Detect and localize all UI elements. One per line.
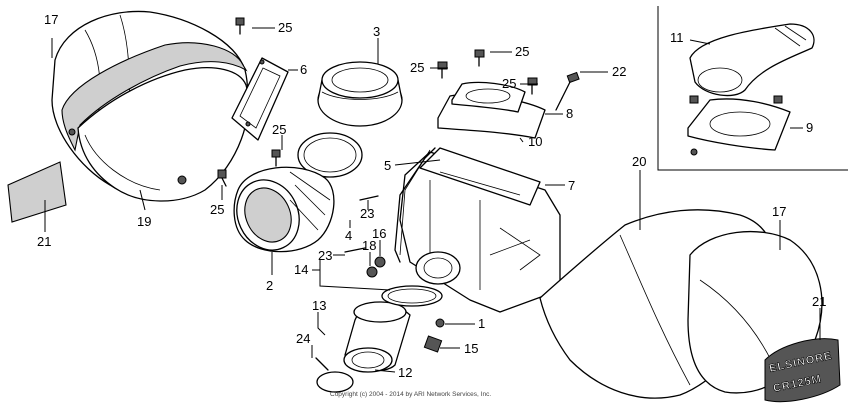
part-8-boot: [451, 81, 526, 113]
callout-15: 15: [464, 341, 478, 356]
callout-25: 25: [410, 60, 424, 75]
callout-1: 1: [478, 316, 485, 331]
screw-24: [315, 357, 329, 371]
part-3-filter-element: [317, 61, 403, 127]
part-21-left-decal: [7, 161, 67, 223]
copyright-notice: Copyright (c) 2004 - 2014 by ARI Network…: [330, 391, 491, 398]
bolt-22: [561, 71, 580, 99]
part-1-nut: [435, 318, 445, 328]
part-14-clamp: [316, 285, 443, 393]
bolt-25-left-low: [217, 169, 227, 187]
callout-25: 25: [272, 122, 286, 137]
callout-5: 5: [384, 158, 391, 173]
callout-17: 17: [44, 12, 58, 27]
inset-frame: [657, 6, 848, 171]
callout-23: 23: [360, 206, 374, 221]
callout-20: 20: [632, 154, 646, 169]
callout-17: 17: [772, 204, 786, 219]
callout-25: 25: [502, 76, 516, 91]
callout-11: 11: [670, 30, 684, 45]
callout-25: 25: [515, 44, 529, 59]
callout-12: 12: [398, 365, 412, 380]
callout-16: 16: [372, 226, 386, 241]
part-11-intake-boot: [689, 23, 815, 97]
bolt-25-left-mid: [271, 149, 281, 167]
leader-lines: [44, 27, 821, 373]
part-16-nut: [374, 256, 386, 268]
callout-10: 10: [528, 134, 542, 149]
callout-21: 21: [812, 294, 826, 309]
part-9-plate: [687, 95, 791, 156]
bolt-25-top-left: [235, 17, 245, 35]
screw-23-lower: [344, 247, 366, 253]
bolt-25-mid: [437, 61, 448, 79]
callout-4: 4: [345, 228, 352, 243]
callout-14: 14: [294, 262, 308, 277]
callout-19: 19: [137, 214, 151, 229]
part-6-gasket: [231, 57, 289, 141]
part-19-side-plate: [61, 42, 250, 202]
callout-18: 18: [362, 238, 376, 253]
bolt-25-right: [527, 77, 538, 95]
part-4-ring: [297, 132, 363, 178]
callout-7: 7: [568, 178, 575, 193]
callout-9: 9: [806, 120, 813, 135]
callout-21: 21: [37, 234, 51, 249]
callout-22: 22: [612, 64, 626, 79]
callout-8: 8: [566, 106, 573, 121]
callout-13: 13: [312, 298, 326, 313]
part-12-intake-tube: [343, 301, 411, 373]
callout-24: 24: [296, 331, 310, 346]
part-7-air-box: [399, 147, 561, 313]
screw-22-body: [555, 97, 563, 111]
callout-2: 2: [266, 278, 273, 293]
part-18-grommet: [366, 266, 378, 278]
part-5-strap: [394, 147, 436, 263]
part-21-right-decal: ELSINORE CR125M: [764, 338, 841, 403]
part-15-clip: [423, 335, 443, 353]
callout-25: 25: [210, 202, 224, 217]
bolt-25-upper: [474, 49, 485, 67]
callout-3: 3: [373, 24, 380, 39]
part-2-filter-cage: [233, 166, 335, 253]
callout-23: 23: [318, 248, 332, 263]
callout-25: 25: [278, 20, 292, 35]
callout-6: 6: [300, 62, 307, 77]
screw-23-upper: [359, 195, 379, 201]
